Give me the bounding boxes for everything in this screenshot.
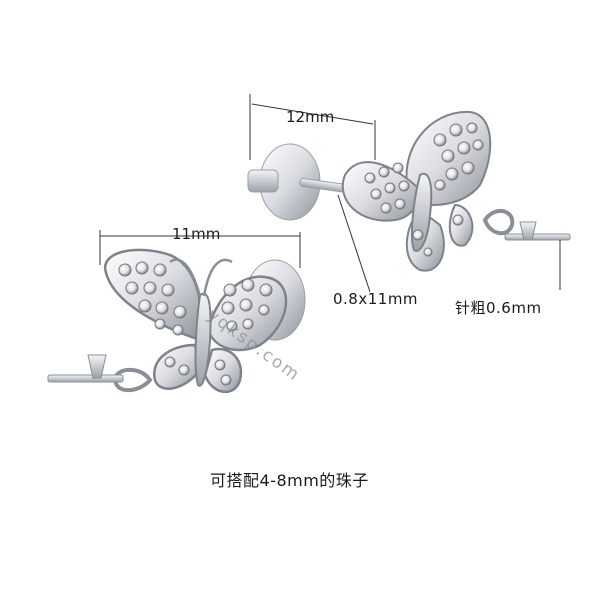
right-earring bbox=[247, 110, 571, 272]
right-peg bbox=[504, 233, 571, 241]
dimension-width-left: 11mm bbox=[172, 225, 221, 243]
left-upper-wing bbox=[103, 248, 203, 342]
dimension-pin-length: 0.8x11mm bbox=[333, 290, 419, 308]
left-body bbox=[194, 292, 212, 387]
left-lower-right-wing bbox=[203, 347, 243, 393]
left-earring bbox=[47, 248, 306, 393]
left-peg bbox=[47, 374, 124, 383]
dimension-pin-thickness: 针粗0.6mm bbox=[455, 299, 542, 317]
dimension-lines bbox=[99, 94, 561, 293]
left-lower-wing bbox=[152, 343, 202, 390]
right-loop bbox=[482, 209, 515, 236]
dimension-width-right: 12mm bbox=[286, 108, 335, 126]
caption-text: 可搭配4-8mm的珠子 bbox=[210, 471, 369, 490]
